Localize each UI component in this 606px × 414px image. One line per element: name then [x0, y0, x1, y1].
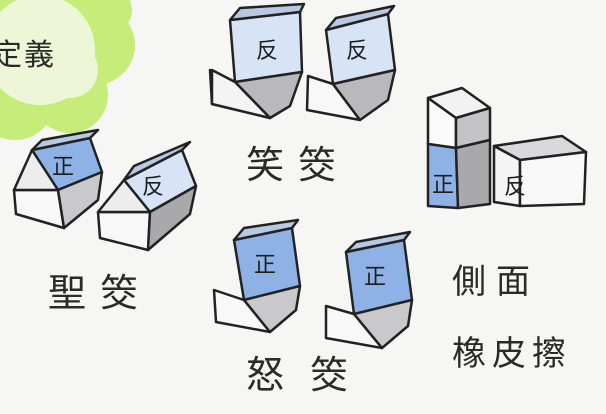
title: 定義: [0, 38, 56, 73]
face-char-back-4: 反: [504, 175, 526, 200]
holy-block-left: [12, 128, 104, 230]
face-char-front-3: 正: [364, 265, 386, 290]
side-block-flat: [492, 134, 588, 208]
laugh-block-left: [208, 2, 306, 120]
title-cloud: [0, 0, 135, 140]
label-holy: 聖筊: [48, 271, 153, 315]
angry-block-right: [324, 230, 414, 350]
label-laugh: 笑筊: [246, 143, 351, 187]
face-char-back-3: 反: [142, 175, 164, 200]
face-char-front-2: 正: [254, 253, 276, 278]
label-angry: 怒筊: [246, 353, 375, 397]
holy-block-right: [96, 140, 198, 252]
face-char-back-2: 反: [346, 39, 368, 64]
label-side-line1: 側面: [452, 262, 540, 302]
face-char-front-1: 正: [52, 155, 74, 180]
label-side-line2: 橡皮擦: [452, 334, 572, 374]
face-char-front-4: 正: [432, 173, 454, 198]
side-block-tall: [426, 86, 492, 210]
laugh-block-right: [305, 4, 397, 122]
face-char-back-1: 反: [256, 39, 278, 64]
angry-block-left: [212, 218, 302, 334]
